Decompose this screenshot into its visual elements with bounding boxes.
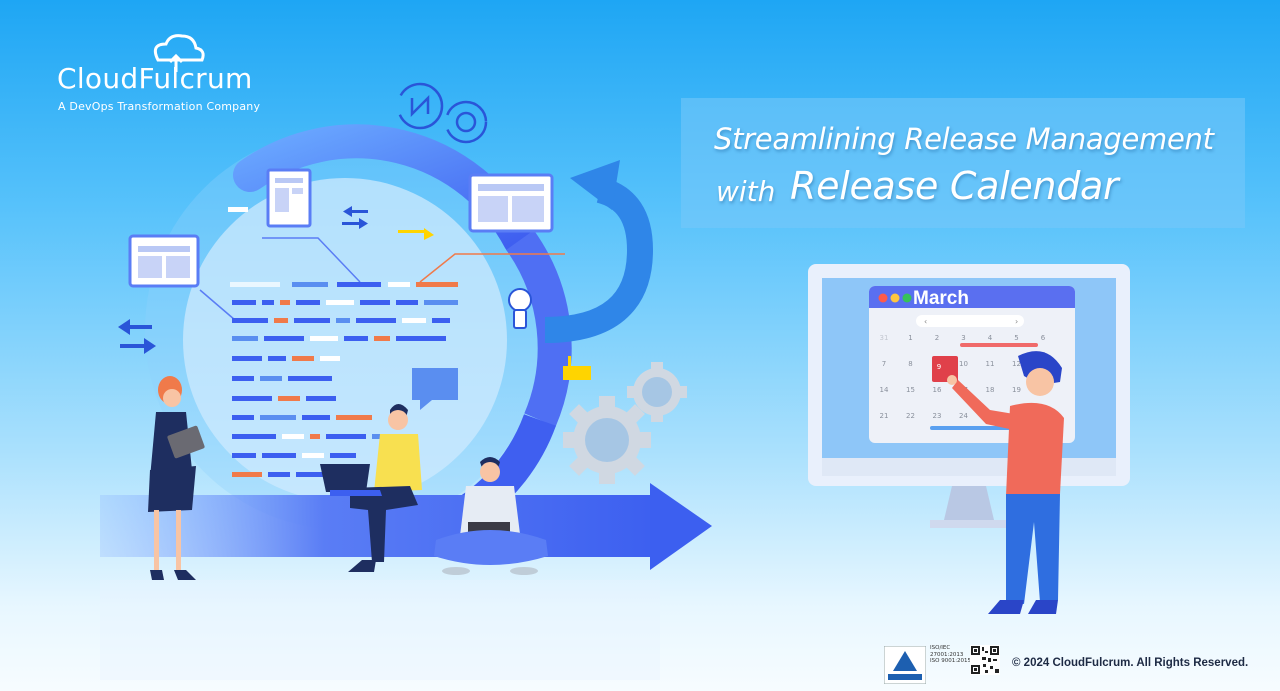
calendar-day[interactable]: 14 (880, 386, 889, 394)
doc-window-top (468, 173, 554, 233)
brand-tagline: A DevOps Transformation Company (58, 100, 261, 113)
gear-icon-small (627, 362, 687, 422)
calendar-day[interactable]: 7 (882, 360, 886, 368)
doc-window-left (128, 234, 200, 288)
calendar-day[interactable]: 18 (986, 386, 995, 394)
calendar-day[interactable]: 24 (959, 412, 968, 420)
headline-panel (681, 98, 1245, 228)
headline-line-2-prefix: with (716, 175, 776, 208)
svg-text:›: › (1015, 317, 1018, 326)
swap-arrows-icon (342, 206, 368, 229)
curved-arrow-body (544, 177, 654, 343)
timeline-arrow-head (650, 483, 712, 570)
calendar-day[interactable]: 4 (988, 334, 993, 342)
doc-page (266, 168, 312, 228)
calendar-day[interactable]: 23 (933, 412, 942, 420)
sync-icon (396, 82, 444, 130)
calendar-day[interactable]: 8 (908, 360, 912, 368)
person-man-laptop (320, 404, 422, 572)
person-pointing (947, 351, 1064, 614)
headline-line-1: Streamlining Release Management (714, 122, 1214, 156)
certification-badge-icon (884, 646, 926, 684)
lightbulb-icon (508, 288, 532, 329)
calendar-day[interactable]: 19 (1012, 386, 1021, 394)
calendar-day[interactable]: 11 (986, 360, 995, 368)
calendar-day[interactable]: 5 (1014, 334, 1018, 342)
certification-text: ISO/IEC 27001:2013 ISO 9001:2015 (930, 645, 972, 664)
calendar-day-selected[interactable]: 9 (937, 363, 941, 371)
brand-name: CloudFulcrum (57, 62, 253, 95)
calendar-month: March (913, 288, 969, 309)
copyright-text: © 2024 CloudFulcrum. All Rights Reserved… (1012, 657, 1249, 669)
swap-arrows-icon-large (118, 319, 156, 354)
calendar-day[interactable]: 31 (880, 334, 889, 342)
gear-icon-large (563, 396, 651, 484)
calendar-day[interactable]: 15 (906, 386, 915, 394)
code-lines (230, 282, 458, 477)
calendar-day[interactable]: 2 (935, 334, 939, 342)
qr-code-icon (970, 645, 1000, 675)
curved-arrow-head (570, 160, 620, 210)
calendar-day[interactable]: 6 (1041, 334, 1046, 342)
gear-icon-top (444, 100, 488, 144)
calendar-day[interactable]: 10 (959, 360, 968, 368)
calendar-day[interactable]: 21 (880, 412, 889, 420)
calendar-day[interactable]: 12 (1012, 360, 1021, 368)
svg-text:‹: ‹ (924, 317, 927, 326)
calendar-day[interactable]: 16 (933, 386, 942, 394)
calendar-day[interactable]: 22 (906, 412, 915, 420)
calendar-day[interactable]: 3 (961, 334, 965, 342)
calendar-day[interactable]: 1 (908, 334, 912, 342)
cloud-upload-icon (153, 34, 205, 72)
headline-line-2-emphasis: Release Calendar (790, 164, 1119, 208)
chat-bubble-icon (412, 368, 458, 410)
person-man-crosslegged (434, 457, 548, 575)
person-woman-tablet (148, 376, 205, 580)
